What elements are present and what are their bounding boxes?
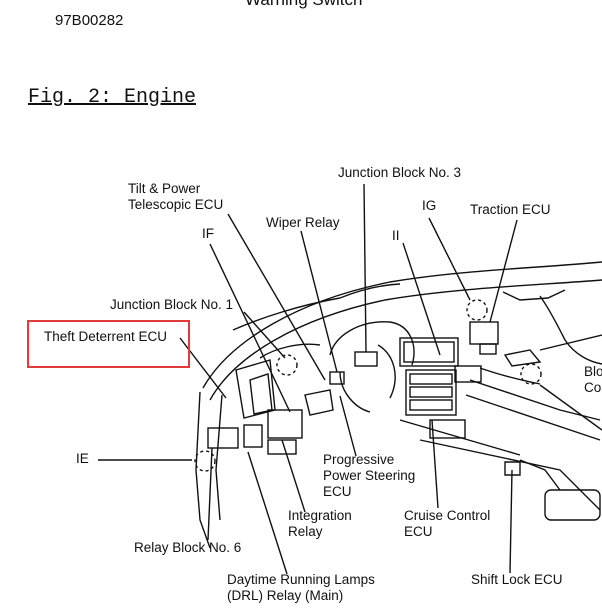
label-shift-lock-ecu: Shift Lock ECU — [471, 572, 563, 587]
label-right-cut-1: Blo — [584, 364, 602, 379]
highlight-box — [27, 320, 190, 368]
label-tilt-line2: Telescopic ECU — [128, 197, 224, 212]
label-if: IF — [202, 226, 214, 241]
label-progressive-line2: Power Steering — [323, 468, 416, 483]
location-circles — [194, 299, 542, 472]
label-junction-block-3: Junction Block No. 3 — [338, 165, 462, 180]
label-integration-line2: Relay — [288, 524, 323, 539]
instrument-cluster — [235, 321, 415, 419]
label-drl-line2: (DRL) Relay (Main) — [227, 588, 344, 603]
dashboard-outline — [195, 261, 602, 549]
label-theft-deterrent-ecu: Theft Deterrent ECU — [44, 329, 168, 344]
label-integration-line1: Integration — [288, 508, 352, 523]
leader-lines — [98, 183, 602, 575]
label-relay-block-6: Relay Block No. 6 — [134, 540, 242, 555]
label-drl-line1: Daytime Running Lamps — [227, 572, 375, 587]
document-code: 97B00282 — [55, 12, 124, 29]
label-wiper-relay: Wiper Relay — [266, 215, 340, 230]
label-progressive-line3: ECU — [323, 484, 352, 499]
figure-title: Fig. 2: Engine — [28, 86, 197, 109]
label-traction-ecu: Traction ECU — [470, 202, 551, 217]
label-cruise-line2: ECU — [404, 524, 433, 539]
label-ii: II — [392, 228, 400, 243]
components — [207, 321, 542, 455]
label-ie: IE — [76, 451, 89, 466]
label-right-cut-2: Co — [584, 380, 602, 395]
label-ig: IG — [422, 198, 437, 213]
center-console — [399, 337, 601, 521]
label-progressive-line1: Progressive — [323, 452, 395, 467]
label-tilt-line1: Tilt & Power — [128, 181, 201, 196]
label-junction-block-1: Junction Block No. 1 — [110, 297, 234, 312]
previous-caption-partial: Warning Switch — [245, 0, 362, 8]
label-cruise-line1: Cruise Control — [404, 508, 491, 523]
